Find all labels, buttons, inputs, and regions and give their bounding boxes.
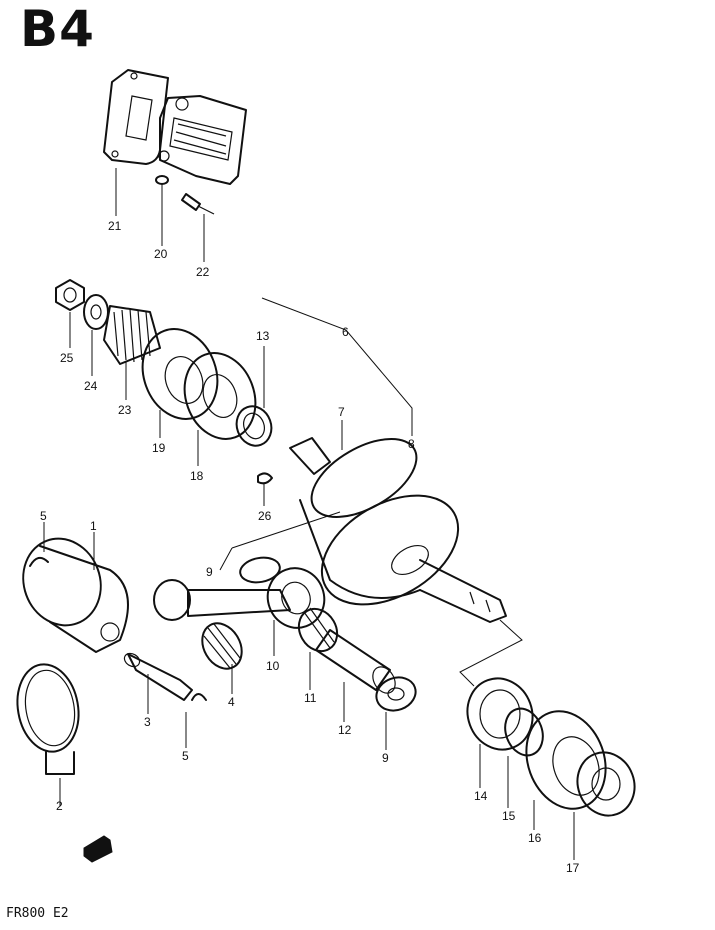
callout-9-upper: 9 <box>206 565 213 579</box>
callout-4: 4 <box>228 695 235 709</box>
crankshaft-bearing-right <box>183 352 257 440</box>
callout-5-upper: 5 <box>40 509 47 523</box>
model-footer-code: FR800 E2 <box>6 906 69 921</box>
callout-7: 7 <box>338 405 345 419</box>
callout-18: 18 <box>190 469 204 483</box>
callout-1: 1 <box>90 519 97 533</box>
callout-20: 20 <box>154 247 168 261</box>
reed-valve-washer <box>155 175 169 185</box>
callout-5-lower: 5 <box>182 749 189 763</box>
washer <box>83 294 109 330</box>
callout-22: 22 <box>196 265 210 279</box>
woodruff-key <box>257 472 273 485</box>
section-code: B4 <box>20 0 95 58</box>
callout-26: 26 <box>258 509 272 523</box>
crankshaft-bearing-outer <box>525 710 607 810</box>
oil-seal <box>576 751 636 817</box>
small-end-bearing <box>201 622 243 670</box>
callout-12: 12 <box>338 723 352 737</box>
piston-pin-clip <box>29 556 49 567</box>
nut <box>55 279 85 311</box>
connecting-rod <box>153 567 326 629</box>
callout-9-lower: 9 <box>382 751 389 765</box>
crankshaft-bearing-left <box>141 328 219 420</box>
callout-8: 8 <box>408 437 415 451</box>
callout-2: 2 <box>56 799 63 813</box>
front-direction-arrow-icon <box>83 835 113 863</box>
callout-13: 13 <box>256 329 270 343</box>
piston-ring-set <box>16 663 80 775</box>
callout-3: 3 <box>144 715 151 729</box>
crankshaft-spacer <box>235 405 273 447</box>
callout-19: 19 <box>152 441 166 455</box>
callout-21: 21 <box>108 219 122 233</box>
callout-25: 25 <box>60 351 74 365</box>
primary-drive-gear <box>103 305 161 365</box>
callout-14: 14 <box>474 789 488 803</box>
callout-labels: 21 20 22 25 24 23 19 18 13 6 7 8 26 5 1 … <box>40 219 580 875</box>
piston <box>22 537 129 653</box>
callout-17: 17 <box>566 861 580 875</box>
callout-23: 23 <box>118 403 132 417</box>
callout-16: 16 <box>528 831 542 845</box>
piston-pin-clip <box>191 693 207 701</box>
oring <box>504 707 544 757</box>
callout-15: 15 <box>502 809 516 823</box>
callout-10: 10 <box>266 659 280 673</box>
callout-11: 11 <box>304 691 317 705</box>
callout-6: 6 <box>342 325 349 339</box>
callout-24: 24 <box>84 379 98 393</box>
reed-valve-gasket <box>103 69 169 165</box>
leader-lines <box>43 168 575 860</box>
crank-pin <box>315 629 396 694</box>
reed-valve-assembly <box>158 95 247 185</box>
big-end-bearing <box>297 607 339 653</box>
crankshaft-assembly <box>289 437 507 623</box>
reed-valve-screw <box>181 193 215 215</box>
piston-pin <box>123 652 193 701</box>
thrust-washer <box>375 676 417 712</box>
thrust-washer <box>239 556 281 584</box>
